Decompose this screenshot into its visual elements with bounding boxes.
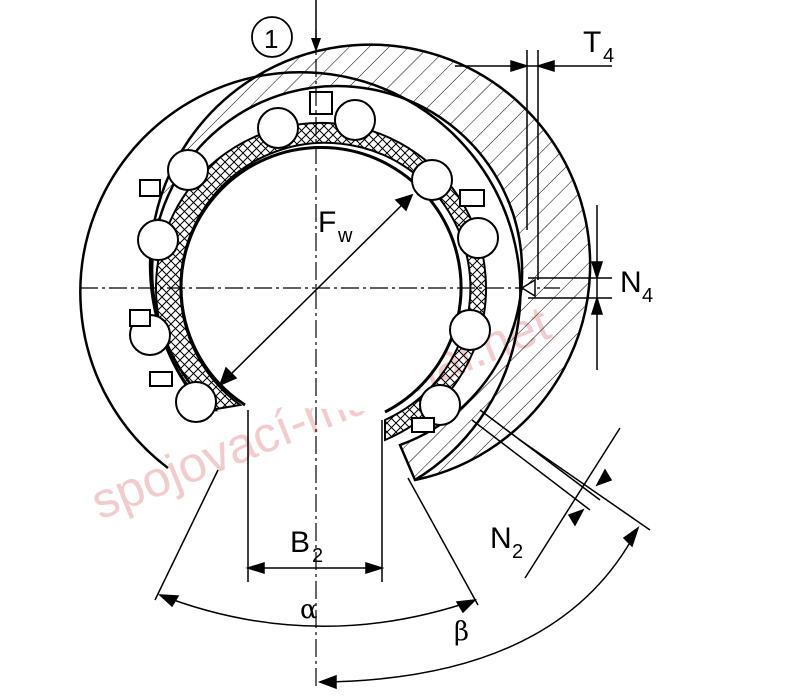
b2-label-subscript: 2 [312,545,323,567]
ball [449,309,491,351]
fw-label: F [318,206,336,239]
b2-dimension [245,410,385,582]
ball [167,149,209,191]
alpha-label: α [300,595,318,625]
n2-label: N [490,522,512,555]
t4-label-subscript: 4 [603,45,614,67]
b2-label: B [290,526,310,559]
n2-dimension [471,409,621,579]
ball [137,219,179,261]
beta-dimension [317,439,651,690]
callout-1: 1 [251,0,321,58]
center-lines [80,30,560,690]
beta-label: β [454,617,469,647]
ball [175,381,217,423]
callout-number: 1 [264,24,278,54]
balls [129,99,499,426]
n4-label-subscript: 4 [642,285,653,307]
fw-dimension [218,193,414,387]
ball [334,99,376,141]
alpha-dimension [154,469,479,628]
n2-label-subscript: 2 [512,541,523,563]
ball [257,107,299,149]
ball [419,384,461,426]
retaining-clips [129,91,485,433]
t4-label: T [583,26,601,59]
ball [457,217,499,259]
t4-dimension [455,50,612,280]
housing-ring [79,43,592,482]
n4-dimension [520,205,612,370]
n4-label: N [620,266,642,299]
ball [411,159,453,201]
fw-label-subscript: w [337,225,353,247]
